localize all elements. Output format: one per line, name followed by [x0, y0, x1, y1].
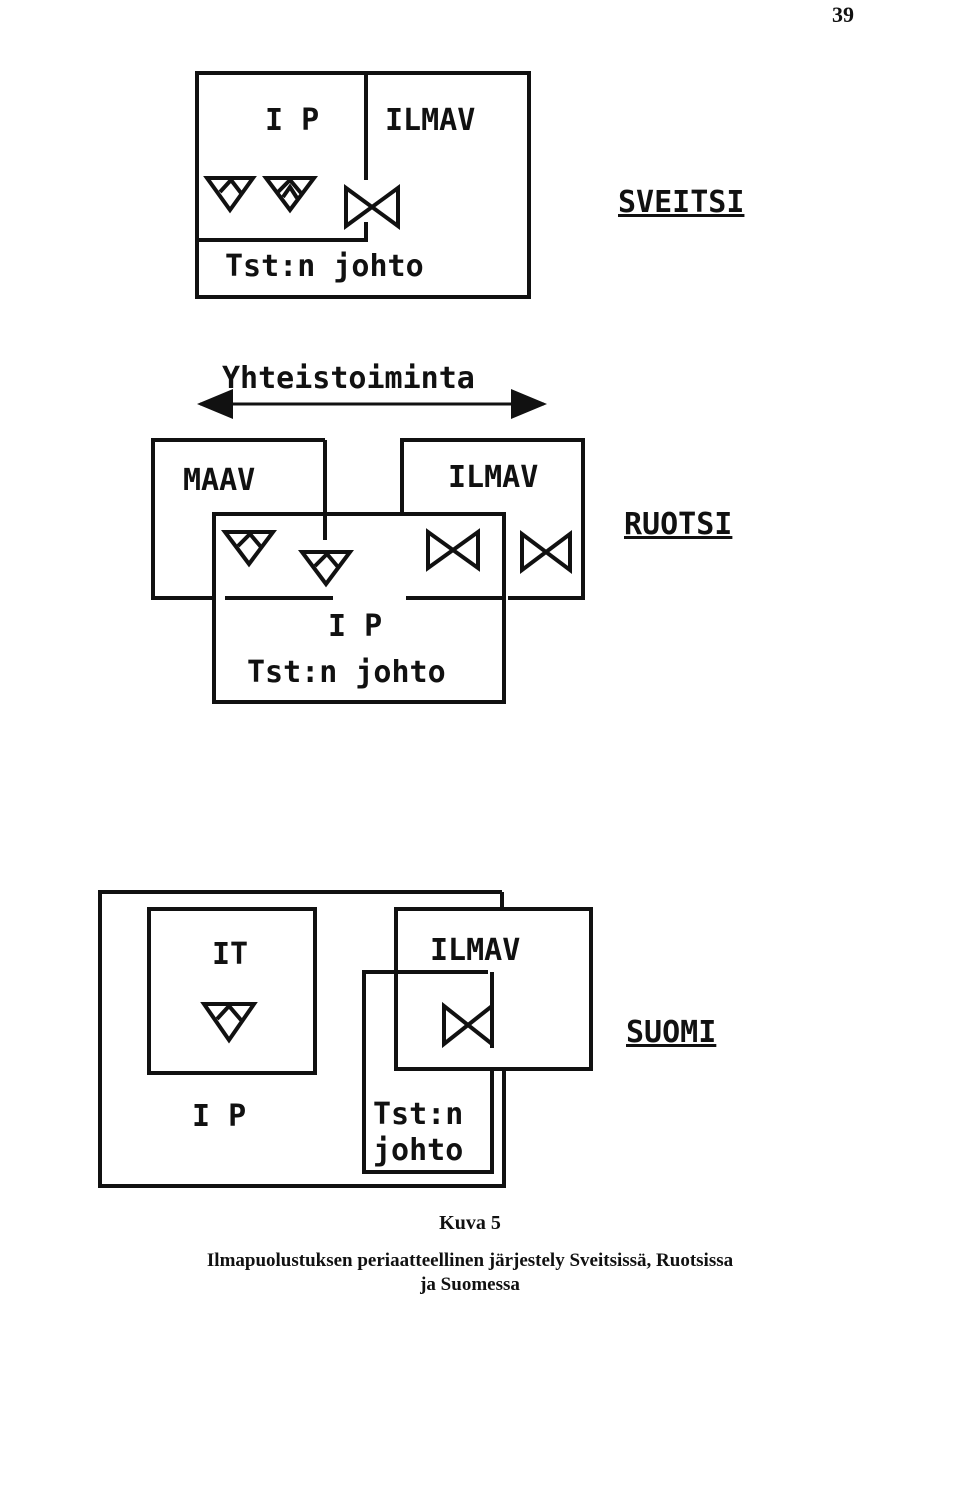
suomi-ip-label: I P: [192, 1099, 246, 1134]
anti-aircraft-gun-icon: [262, 176, 318, 214]
sveitsi-diagram: [195, 71, 531, 299]
suomi-ilmav-label: ILMAV: [430, 933, 520, 968]
anti-aircraft-gun-icon: [203, 176, 257, 214]
anti-aircraft-gun-icon: [298, 550, 354, 588]
suomi-country-label: SUOMI: [626, 1015, 716, 1050]
ruotsi-ip-box: [212, 512, 506, 704]
ruotsi-ilmav-box: [400, 438, 585, 600]
figure-caption-line1: Ilmapuolustuksen periaatteellinen järjes…: [206, 1250, 734, 1271]
suomi-ip-box: [98, 890, 506, 1188]
fighter-aircraft-icon: [442, 1001, 494, 1049]
sveitsi-ilmav-label: ILMAV: [385, 103, 475, 138]
ruotsi-command-label: Tst:n johto: [247, 655, 446, 690]
sveitsi-command-label: Tst:n johto: [225, 249, 424, 284]
ruotsi-ip-label: I P: [328, 609, 382, 644]
fighter-aircraft-icon: [426, 528, 480, 572]
sveitsi-ip-label: I P: [265, 103, 319, 138]
fighter-aircraft-icon: [520, 530, 572, 574]
ruotsi-country-label: RUOTSI: [624, 507, 732, 542]
suomi-command-box: [362, 970, 494, 1174]
page-number: 39: [832, 2, 854, 27]
suomi-ilmav-box: [394, 907, 593, 1071]
ruotsi-cooperation-label: Yhteistoiminta: [222, 361, 475, 396]
suomi-it-label: IT: [212, 937, 248, 972]
ruotsi-ilmav-label: ILMAV: [448, 460, 538, 495]
figure-caption-title: Kuva 5: [439, 1212, 501, 1234]
sveitsi-outer-box: [195, 71, 531, 299]
sveitsi-country-label: SVEITSI: [618, 185, 744, 220]
ruotsi-maav-label: MAAV: [183, 463, 255, 498]
suomi-command-label-line2: johto: [373, 1133, 463, 1168]
figure-caption-line2: ja Suomessa: [420, 1274, 520, 1295]
anti-aircraft-gun-icon: [221, 530, 277, 568]
suomi-command-label-line1: Tst:n: [373, 1097, 463, 1132]
anti-aircraft-gun-icon: [200, 1002, 258, 1044]
fighter-aircraft-icon: [344, 184, 400, 230]
suomi-it-box: [147, 907, 317, 1075]
ruotsi-maav-box: [151, 438, 325, 600]
